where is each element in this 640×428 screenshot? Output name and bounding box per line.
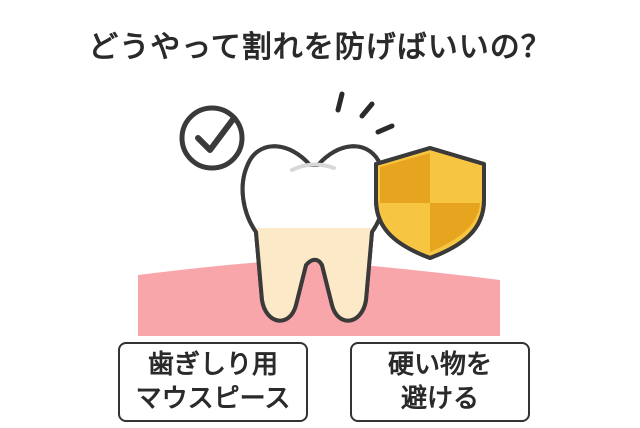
tooth-root <box>254 228 374 321</box>
mouthpiece-label-box: 歯ぎしり用 マウスピース <box>118 342 308 422</box>
emphasis-lines-icon <box>335 91 395 135</box>
shield-icon <box>374 146 486 260</box>
mouthpiece-label-line2: マウスピース <box>135 384 291 414</box>
avoid-hard-food-label-line2: 避ける <box>400 384 479 414</box>
gum-shape <box>138 260 500 336</box>
avoid-hard-food-label-box: 硬い物を 避ける <box>350 342 530 422</box>
check-circle-icon <box>179 105 245 171</box>
mouthpiece-label-line1: 歯ぎしり用 <box>147 350 278 380</box>
page-title: どうやって割れを防げばいいの？ <box>88 30 552 65</box>
avoid-hard-food-label-line1: 硬い物を <box>387 350 492 380</box>
